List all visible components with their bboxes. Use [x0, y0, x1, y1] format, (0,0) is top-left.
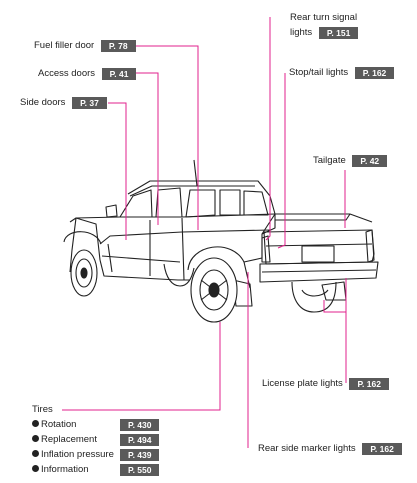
tires-item-inflation-pressure-page-wrap: P. 439: [120, 449, 160, 461]
tailgate-page[interactable]: P. 42: [352, 155, 388, 167]
bullet-icon: [32, 450, 39, 457]
tires-item-label: Rotation: [41, 419, 77, 430]
tires-title: Tires: [32, 404, 53, 415]
tires-item-page[interactable]: P. 430: [120, 419, 160, 431]
license-plate-lights-label: License plate lights: [262, 378, 343, 389]
callout-license-plate-lights: License plate lights P. 162: [262, 378, 389, 390]
callout-rear-side-marker-lights: Rear side marker lights P. 162: [258, 443, 402, 455]
access-doors-page[interactable]: P. 41: [101, 68, 137, 80]
access-doors-label: Access doors: [38, 68, 96, 79]
tires-item-replacement-page-wrap: P. 494: [120, 434, 160, 446]
callout-rear-turn-signal: Rear turn signal: [290, 12, 357, 24]
bullet-icon: [32, 465, 39, 472]
tires-item-page[interactable]: P. 494: [120, 434, 160, 446]
tires-item-rotation: Rotation: [32, 419, 76, 431]
leader-lines: [62, 17, 347, 448]
leader-rear-turn-signal: [265, 17, 271, 241]
tires-item-page[interactable]: P. 439: [120, 449, 160, 461]
leader-access-doors: [108, 72, 159, 225]
callout-rear-turn-signal-line2: lights P. 151: [290, 27, 359, 39]
callout-side-doors: Side doors P. 37: [20, 97, 107, 109]
callout-tailgate: Tailgate P. 42: [313, 155, 388, 167]
tailgate-label: Tailgate: [313, 155, 346, 166]
leader-side-doors: [108, 102, 127, 240]
tires-item-label: Inflation pressure: [41, 449, 114, 460]
leader-fuel-filler-door: [108, 45, 199, 230]
leader-license-plate-lights-b: [323, 300, 346, 313]
tires-item-information-page-wrap: P. 550: [120, 464, 160, 476]
rear-turn-signal-label-1: Rear turn signal: [290, 12, 358, 23]
tires-item-inflation-pressure: Inflation pressure: [32, 449, 114, 461]
rear-side-marker-lights-label: Rear side marker lights: [258, 443, 356, 454]
tires-item-replacement: Replacement: [32, 434, 97, 446]
fuel-filler-door-page[interactable]: P. 78: [100, 40, 136, 52]
license-plate-lights-page[interactable]: P. 162: [349, 378, 389, 390]
leader-stop-tail-lights: [277, 73, 286, 249]
stop-tail-lights-label: Stop/tail lights: [289, 67, 349, 78]
rear-turn-signal-page[interactable]: P. 151: [318, 27, 359, 39]
tires-item-information: Information: [32, 464, 89, 476]
tires-item-page[interactable]: P. 550: [120, 464, 160, 476]
rear-turn-signal-label-2: lights: [290, 27, 313, 38]
callout-fuel-filler-door: Fuel filler door P. 78: [34, 40, 136, 52]
truck-illustration: [63, 159, 379, 323]
side-doors-label: Side doors: [20, 97, 66, 108]
stop-tail-lights-page[interactable]: P. 162: [354, 67, 395, 79]
tires-item-rotation-page-wrap: P. 430: [120, 419, 160, 431]
tires-item-label: Replacement: [41, 434, 97, 445]
rear-side-marker-lights-page[interactable]: P. 162: [362, 443, 402, 455]
bullet-icon: [32, 420, 39, 427]
side-doors-page[interactable]: P. 37: [72, 97, 107, 109]
callout-access-doors: Access doors P. 41: [38, 68, 137, 80]
fuel-filler-door-label: Fuel filler door: [34, 40, 95, 51]
leader-tires: [62, 322, 221, 411]
bullet-icon: [32, 435, 39, 442]
callout-stop-tail-lights: Stop/tail lights P. 162: [289, 67, 395, 79]
tires-item-label: Information: [41, 464, 89, 475]
